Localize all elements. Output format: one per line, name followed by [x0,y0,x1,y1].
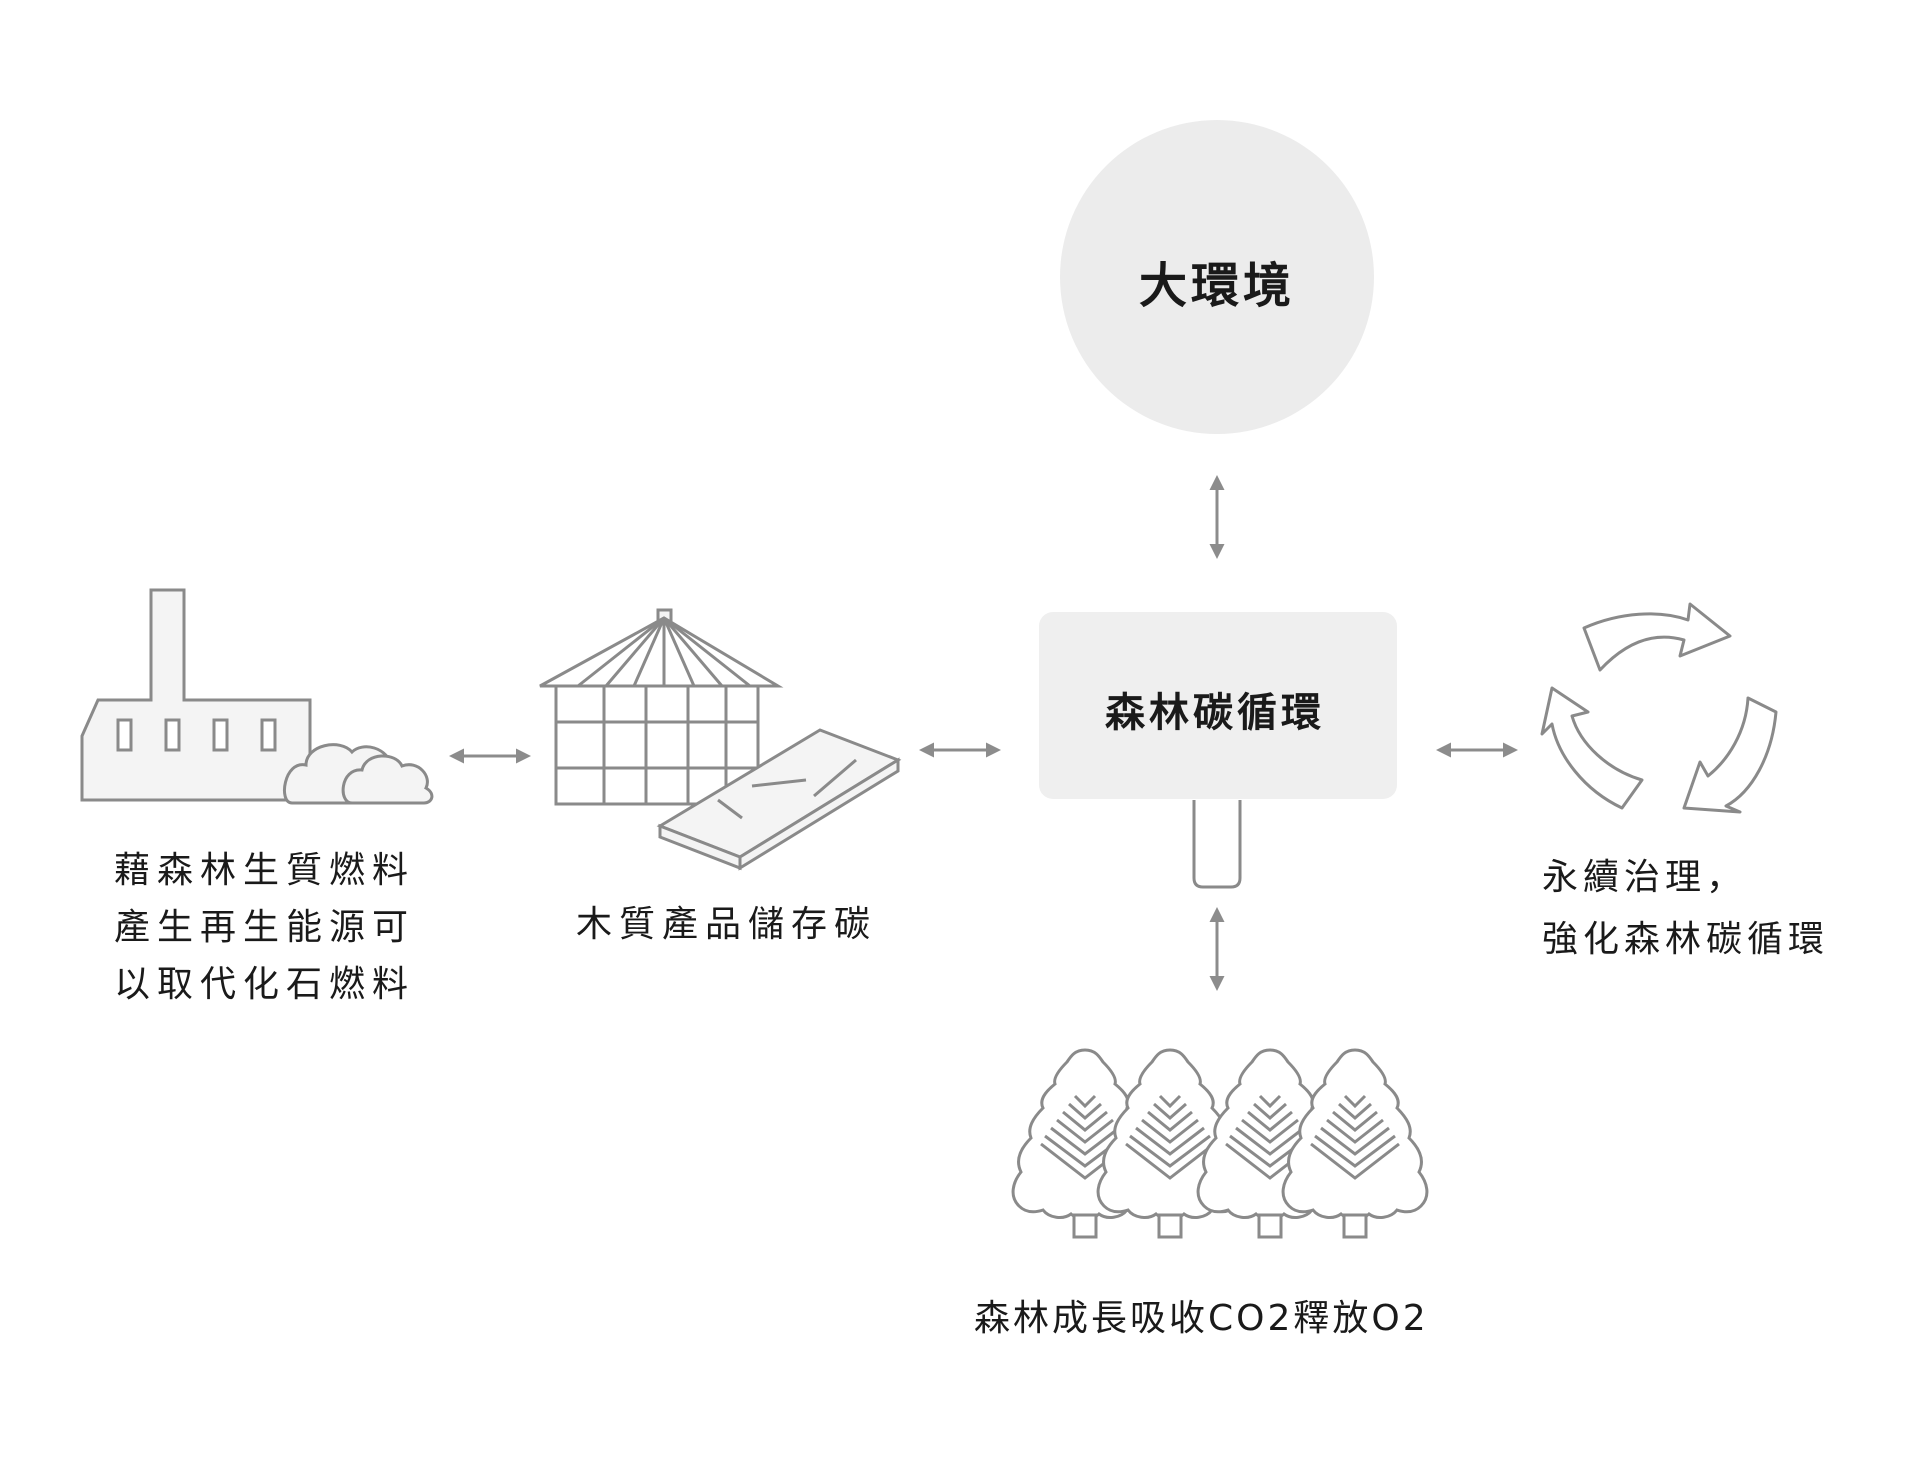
wood-building-icon [539,608,902,871]
factory-caption-line: 產生再生能源可 [114,907,416,948]
forest-trees-icon [1011,1048,1429,1239]
factory-caption-line: 藉森林生質燃料 [114,850,416,891]
environment-title: 大環境 [1138,258,1295,314]
recycle-arrows-icon [1540,602,1778,814]
factory-icon [80,588,434,805]
factory-caption: 藉森林生質燃料 產生再生能源可 以取代化石燃料 [114,842,415,1013]
factory-caption-line: 以取代化石燃料 [114,964,416,1005]
recycle-caption: 永續治理， 強化森林碳循環 [1542,847,1829,971]
cycle-box-tab [1192,800,1242,889]
recycle-caption-line: 永續治理， [1542,857,1748,898]
cycle-title: 森林碳循環 [1105,690,1325,736]
recycle-caption-line: 強化森林碳循環 [1542,919,1830,960]
wood-caption: 木質產品儲存碳 [576,904,878,945]
environment-circle [1060,120,1374,434]
forest-caption: 森林成長吸收CO2釋放O2 [974,1298,1429,1339]
cycle-box [1039,612,1397,799]
